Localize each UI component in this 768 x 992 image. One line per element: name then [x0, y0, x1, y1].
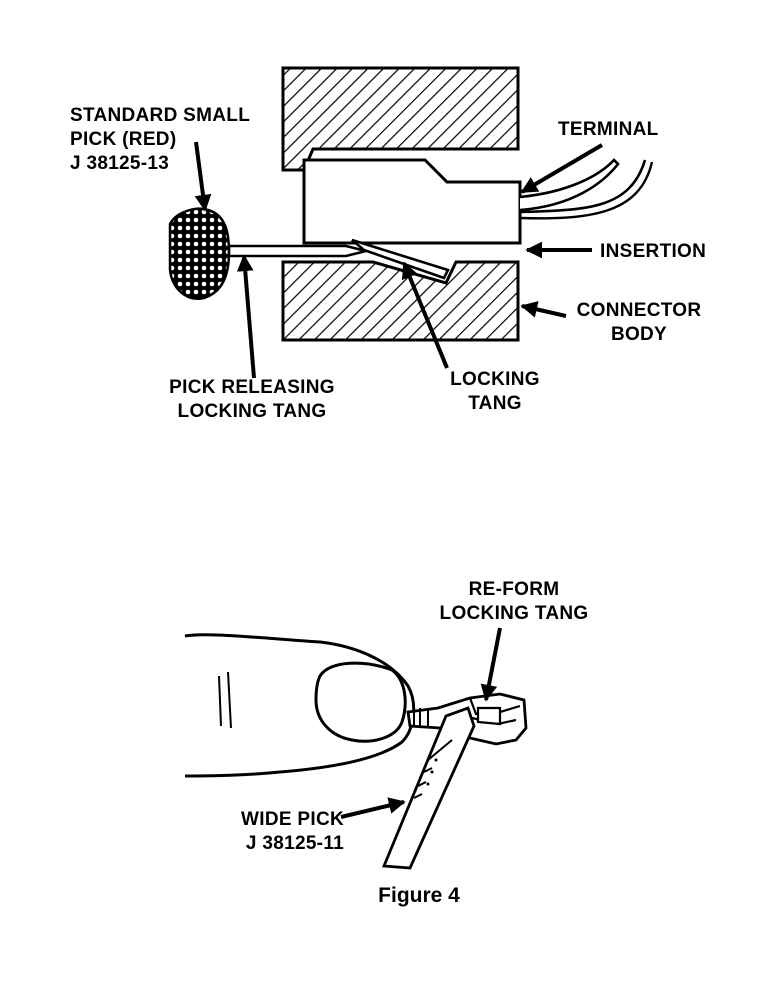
- arrow-connector-body: [520, 301, 567, 318]
- label-line: LOCKING: [450, 369, 540, 390]
- label-line: CONNECTOR: [576, 300, 702, 321]
- terminal-wire: [519, 158, 620, 212]
- label-line: J 38125-11: [245, 833, 344, 854]
- label-insertion: INSERTION: [600, 241, 707, 262]
- label-pick-small: STANDARD SMALL PICK (RED) J 38125-13: [70, 104, 250, 176]
- figure-caption: Figure 4: [378, 884, 460, 907]
- label-line: RE-FORM: [468, 579, 560, 600]
- label-line: PICK (RED): [70, 129, 177, 150]
- label-terminal: TERMINAL: [558, 119, 659, 140]
- label-line: LOCKING TANG: [177, 401, 327, 422]
- label-line: WIDE PICK: [241, 809, 344, 830]
- terminal: [302, 158, 522, 245]
- arrow-locking-tang: [401, 261, 449, 369]
- label-line: STANDARD SMALL: [70, 105, 251, 126]
- terminal-wire: [519, 159, 647, 214]
- arrow-terminal: [520, 143, 604, 194]
- arrow-wide-pick: [340, 797, 406, 819]
- label-connector-body: CONNECTOR BODY: [572, 299, 706, 347]
- wide-pick: [381, 706, 476, 870]
- locking-tang: [351, 238, 450, 280]
- arrow-reform: [480, 627, 502, 702]
- arrow-pick-small: [194, 141, 212, 212]
- small-pick-handle: [168, 207, 231, 300]
- connector-body-upper: [281, 66, 520, 172]
- small-pick-shaft: [227, 244, 367, 258]
- label-line: PICK RELEASING: [169, 377, 335, 398]
- fingernail: [314, 661, 407, 743]
- label-wide-pick: WIDE PICK J 38125-11: [218, 808, 344, 856]
- label-reform: RE-FORM LOCKING TANG: [430, 578, 598, 626]
- label-pick-releasing: PICK RELEASING LOCKING TANG: [162, 376, 342, 424]
- label-line: BODY: [610, 324, 668, 345]
- label-line: TANG: [468, 393, 522, 414]
- arrow-pick-releasing: [236, 254, 256, 379]
- connector-body-lower: [281, 260, 520, 342]
- label-locking-tang: LOCKING TANG: [446, 368, 544, 416]
- label-line: J 38125-13: [70, 153, 170, 174]
- label-line: LOCKING TANG: [439, 603, 589, 624]
